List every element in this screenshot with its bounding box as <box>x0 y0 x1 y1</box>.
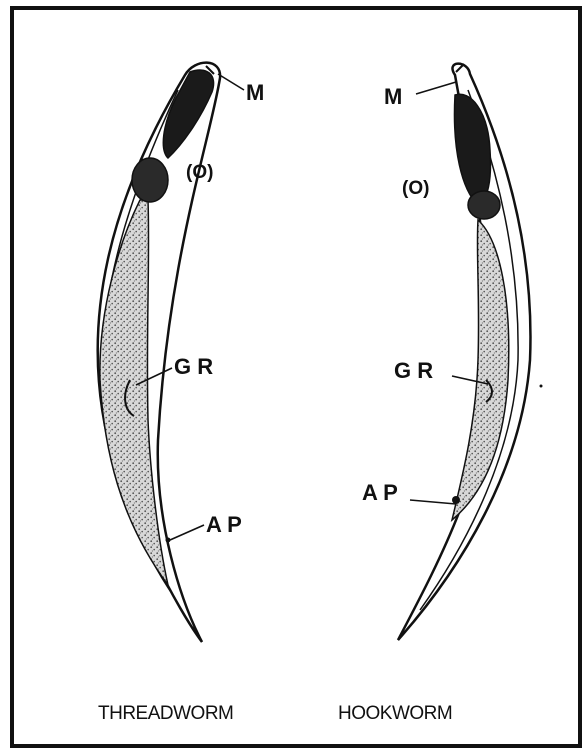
threadworm-genital-rudiment-label: G R <box>174 354 213 379</box>
hookworm-mouth-label: M <box>384 84 402 109</box>
threadworm-oesophagus-label: (O) <box>186 162 213 183</box>
hookworm-anal-pore <box>452 496 460 504</box>
hookworm-oesophagus-label: (O) <box>402 178 429 199</box>
threadworm-anal-pore-label: A P <box>206 512 242 537</box>
threadworm-oesophagus-bulb <box>132 158 168 202</box>
hookworm-anal-pore-label: A P <box>362 480 398 505</box>
threadworm-caption: THREADWORM <box>98 703 233 724</box>
hookworm-genital-rudiment-label: G R <box>394 358 433 383</box>
threadworm-anal-pore <box>166 538 171 543</box>
speck <box>540 385 543 388</box>
threadworm-mouth-label: M <box>246 80 264 105</box>
hookworm-oesophagus-bulb <box>468 191 500 219</box>
hookworm-caption: HOOKWORM <box>338 703 452 724</box>
